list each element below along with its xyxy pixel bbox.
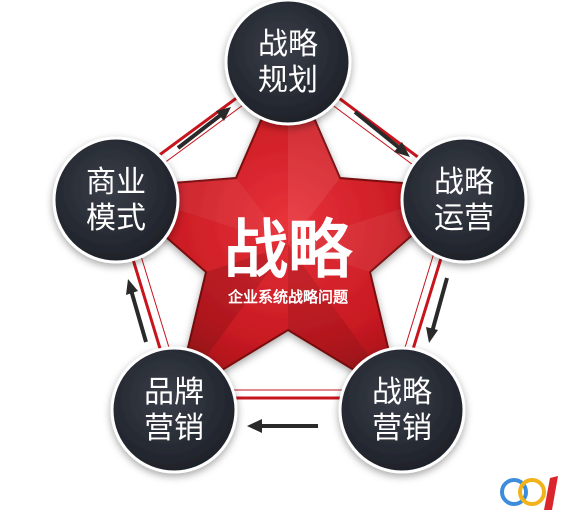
node-strategic-operation [400,136,528,264]
node-strategic-marketing-line2: 营销 [372,411,432,446]
node-strategic-planning-line2: 规划 [258,63,318,98]
node-strategic-operation-line1: 战略 [434,165,494,200]
node-business-model [52,136,180,264]
node-brand-marketing-line2: 营销 [144,411,204,446]
arrows [126,107,449,433]
arrow-operation-to-marketing [426,277,449,343]
center-subtitle: 企业系统战略问题 [227,288,349,306]
node-business-model-line1: 商业 [86,165,146,200]
node-brand-marketing-line1: 品牌 [144,375,204,410]
node-strategic-planning [224,0,352,126]
node-business-model-line2: 模式 [86,201,146,236]
arrow-brand-to-business [126,279,148,343]
watermark-logo [500,476,558,510]
node-strategic-marketing [338,346,466,474]
center-title: 战略 [224,214,353,288]
node-strategic-marketing-line1: 战略 [372,375,432,410]
arrow-business-to-planning [176,107,231,150]
node-strategic-operation-line2: 运营 [434,201,494,236]
node-strategic-planning-line1: 战略 [258,27,318,62]
arrow-marketing-to-brand [247,419,318,433]
arrow-planning-to-operation [353,110,410,157]
node-brand-marketing [110,346,238,474]
